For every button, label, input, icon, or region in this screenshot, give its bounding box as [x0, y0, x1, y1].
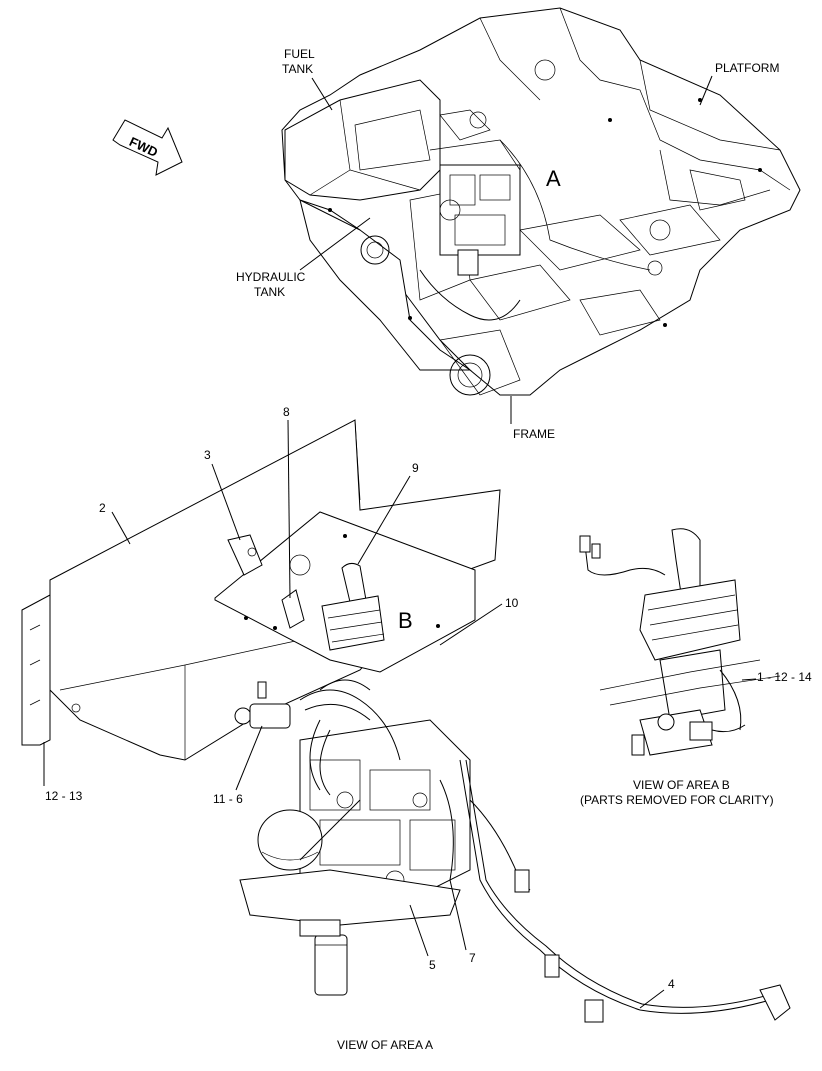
- hydraulic-tank-leader: [299, 217, 371, 271]
- area-b-view: [579, 528, 781, 756]
- callout-11-6: 11 - 6: [213, 792, 243, 806]
- view-area-b-caption-line1: VIEW OF AREA B: [633, 778, 730, 792]
- area-a-marker: A: [546, 166, 561, 191]
- fuel-tank-label-line1: FUEL: [284, 47, 315, 61]
- callout-10: 10: [505, 596, 519, 610]
- platform-leader: [699, 75, 713, 106]
- hydraulic-tank-label-line1: HYDRAULIC: [236, 270, 306, 284]
- area-a-view: [21, 419, 791, 1023]
- callout-3: 3: [204, 448, 211, 462]
- view-area-a-caption: VIEW OF AREA A: [337, 1038, 433, 1052]
- callout-2-leader: [111, 511, 131, 545]
- callout-3-leader: [211, 463, 241, 541]
- callout-2: 2: [99, 501, 106, 515]
- frame-label: FRAME: [513, 427, 555, 441]
- callout-7: 7: [469, 951, 476, 965]
- callout-9: 9: [412, 461, 419, 475]
- callout-9-leader: [357, 475, 411, 565]
- callout-5-leader: [409, 904, 429, 957]
- callout-12-13: 12 - 13: [45, 789, 83, 803]
- callout-10-leader: [439, 603, 503, 646]
- fuel-tank-leader: [311, 77, 333, 111]
- view-area-b-caption-line2: (PARTS REMOVED FOR CLARITY): [580, 793, 774, 807]
- callout-11-6-leader: [235, 725, 263, 791]
- area-b-marker: B: [398, 608, 413, 633]
- callout-7-leader: [449, 879, 467, 951]
- callout-1-12-14: 1 - 12 - 14: [757, 670, 812, 684]
- platform-label: PLATFORM: [715, 61, 779, 75]
- fuel-tank-label-line2: TANK: [282, 62, 313, 76]
- callout-5: 5: [429, 958, 436, 972]
- callout-4-leader: [639, 989, 665, 1009]
- machine-overview: [281, 7, 801, 396]
- callout-4: 4: [668, 977, 675, 991]
- callout-1-12-14-leader: [741, 678, 757, 681]
- callout-8: 8: [283, 405, 290, 419]
- hydraulic-tank-label-line2: TANK: [254, 285, 285, 299]
- fwd-arrow-icon: FWD: [112, 119, 183, 176]
- callout-8-leader: [287, 419, 291, 599]
